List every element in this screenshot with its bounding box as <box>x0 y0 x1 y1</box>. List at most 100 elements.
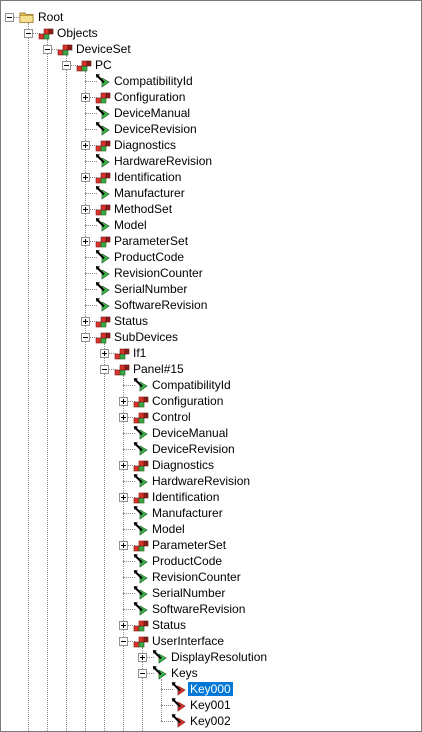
tree-node-label[interactable]: DeviceRevision <box>152 442 235 456</box>
tree-node[interactable]: Model <box>1 217 421 233</box>
tree-node[interactable]: Configuration <box>1 89 421 105</box>
tree-node-label[interactable]: UserInterface <box>152 634 225 648</box>
tree-node-label[interactable]: DeviceRevision <box>114 122 197 136</box>
tree-node-label[interactable]: Key000 <box>188 682 233 696</box>
tree-node[interactable]: SerialNumber <box>1 281 421 297</box>
tree-node[interactable]: Objects <box>1 25 421 41</box>
expand-button[interactable] <box>119 541 128 550</box>
expand-button[interactable] <box>81 173 90 182</box>
collapse-button[interactable] <box>138 669 147 678</box>
tree-node-label[interactable]: Manufacturer <box>152 506 223 520</box>
tree-node-label[interactable]: CompatibilityId <box>152 378 231 392</box>
tree-node[interactable]: DisplayResolution <box>1 649 421 665</box>
tree-node-label[interactable]: Configuration <box>114 90 186 104</box>
tree-node-label[interactable]: Panel#15 <box>133 362 184 376</box>
tree-node-label[interactable]: Identification <box>114 170 182 184</box>
tree-node[interactable]: ProductCode <box>1 553 421 569</box>
tree-node[interactable]: DeviceManual <box>1 105 421 121</box>
tree-node-label[interactable]: RevisionCounter <box>114 266 203 280</box>
expand-button[interactable] <box>81 141 90 150</box>
expand-button[interactable] <box>81 93 90 102</box>
tree-node[interactable]: Model <box>1 521 421 537</box>
expand-button[interactable] <box>100 349 109 358</box>
expand-button[interactable] <box>119 621 128 630</box>
tree-node-label[interactable]: MethodSet <box>114 202 173 216</box>
tree-node[interactable]: HardwareRevision <box>1 473 421 489</box>
tree-node[interactable]: Key000 <box>1 681 421 697</box>
tree-node-label[interactable]: HardwareRevision <box>152 474 251 488</box>
tree-node-label[interactable]: Objects <box>57 26 98 40</box>
tree-node-label[interactable]: DeviceManual <box>152 426 229 440</box>
collapse-button[interactable] <box>24 29 33 38</box>
tree-node-label[interactable]: ParameterSet <box>114 234 189 248</box>
expand-button[interactable] <box>119 461 128 470</box>
tree-node[interactable]: ParameterSet <box>1 537 421 553</box>
tree-node[interactable]: RevisionCounter <box>1 265 421 281</box>
tree-node[interactable]: Identification <box>1 169 421 185</box>
tree-node-label[interactable]: Model <box>114 218 147 232</box>
tree-node[interactable]: Manufacturer <box>1 505 421 521</box>
tree-node-label[interactable]: SoftwareRevision <box>152 602 246 616</box>
expand-button[interactable] <box>81 317 90 326</box>
tree-node-label[interactable]: ParameterSet <box>152 538 227 552</box>
tree-node[interactable]: SoftwareRevision <box>1 601 421 617</box>
tree-node[interactable]: DeviceRevision <box>1 121 421 137</box>
expand-button[interactable] <box>81 237 90 246</box>
tree-node-label[interactable]: RevisionCounter <box>152 570 241 584</box>
tree-node[interactable]: If1 <box>1 345 421 361</box>
tree-node-label[interactable]: Key002 <box>190 714 231 728</box>
tree-node-label[interactable]: Model <box>152 522 185 536</box>
tree-node[interactable]: Key002 <box>1 713 421 729</box>
tree-node[interactable]: PC <box>1 57 421 73</box>
tree-node-label[interactable]: Diagnostics <box>114 138 177 152</box>
tree-node[interactable]: MethodSet <box>1 201 421 217</box>
tree-node[interactable]: Control <box>1 409 421 425</box>
tree-node[interactable]: UserInterface <box>1 633 421 649</box>
tree-node-label[interactable]: PC <box>95 58 112 72</box>
tree-node[interactable]: Status <box>1 617 421 633</box>
tree-node[interactable]: Status <box>1 313 421 329</box>
tree-node-label[interactable]: SoftwareRevision <box>114 298 208 312</box>
tree-node-label[interactable]: Root <box>38 10 64 24</box>
tree-node-label[interactable]: Status <box>114 314 149 328</box>
tree-node-label[interactable]: DeviceSet <box>76 42 131 56</box>
tree-node-label[interactable]: Key001 <box>190 698 231 712</box>
tree-node[interactable]: CompatibilityId <box>1 73 421 89</box>
tree-node-label[interactable]: Identification <box>152 490 220 504</box>
tree-node[interactable]: Manufacturer <box>1 185 421 201</box>
collapse-button[interactable] <box>119 637 128 646</box>
expand-button[interactable] <box>119 413 128 422</box>
tree-node-label[interactable]: Configuration <box>152 394 224 408</box>
expand-button[interactable] <box>119 493 128 502</box>
tree-node-label[interactable]: Control <box>152 410 191 424</box>
tree-node[interactable]: ProductCode <box>1 249 421 265</box>
tree-node[interactable]: SerialNumber <box>1 585 421 601</box>
collapse-button[interactable] <box>5 13 14 22</box>
tree-node-label[interactable]: CompatibilityId <box>114 74 193 88</box>
collapse-button[interactable] <box>100 365 109 374</box>
tree-node[interactable]: CompatibilityId <box>1 377 421 393</box>
tree-node[interactable]: Identification <box>1 489 421 505</box>
tree-node[interactable]: Root <box>1 9 421 25</box>
tree-node[interactable]: RevisionCounter <box>1 569 421 585</box>
collapse-button[interactable] <box>62 61 71 70</box>
tree-node[interactable]: Keys <box>1 665 421 681</box>
collapse-button[interactable] <box>43 45 52 54</box>
tree-node-label[interactable]: DisplayResolution <box>171 650 268 664</box>
tree-node-label[interactable]: SerialNumber <box>114 282 188 296</box>
tree-node[interactable]: Diagnostics <box>1 137 421 153</box>
collapse-button[interactable] <box>81 333 90 342</box>
tree-node-label[interactable]: HardwareRevision <box>114 154 213 168</box>
expand-button[interactable] <box>81 205 90 214</box>
expand-button[interactable] <box>119 397 128 406</box>
tree-node-label[interactable]: Manufacturer <box>114 186 185 200</box>
tree-node-label[interactable]: If1 <box>133 346 147 360</box>
tree-node[interactable]: DeviceSet <box>1 41 421 57</box>
tree-node-label[interactable]: Diagnostics <box>152 458 215 472</box>
tree-node[interactable]: SubDevices <box>1 329 421 345</box>
tree-node[interactable]: Diagnostics <box>1 457 421 473</box>
tree-node[interactable]: Configuration <box>1 393 421 409</box>
expand-button[interactable] <box>138 653 147 662</box>
tree-node[interactable]: Panel#15 <box>1 361 421 377</box>
